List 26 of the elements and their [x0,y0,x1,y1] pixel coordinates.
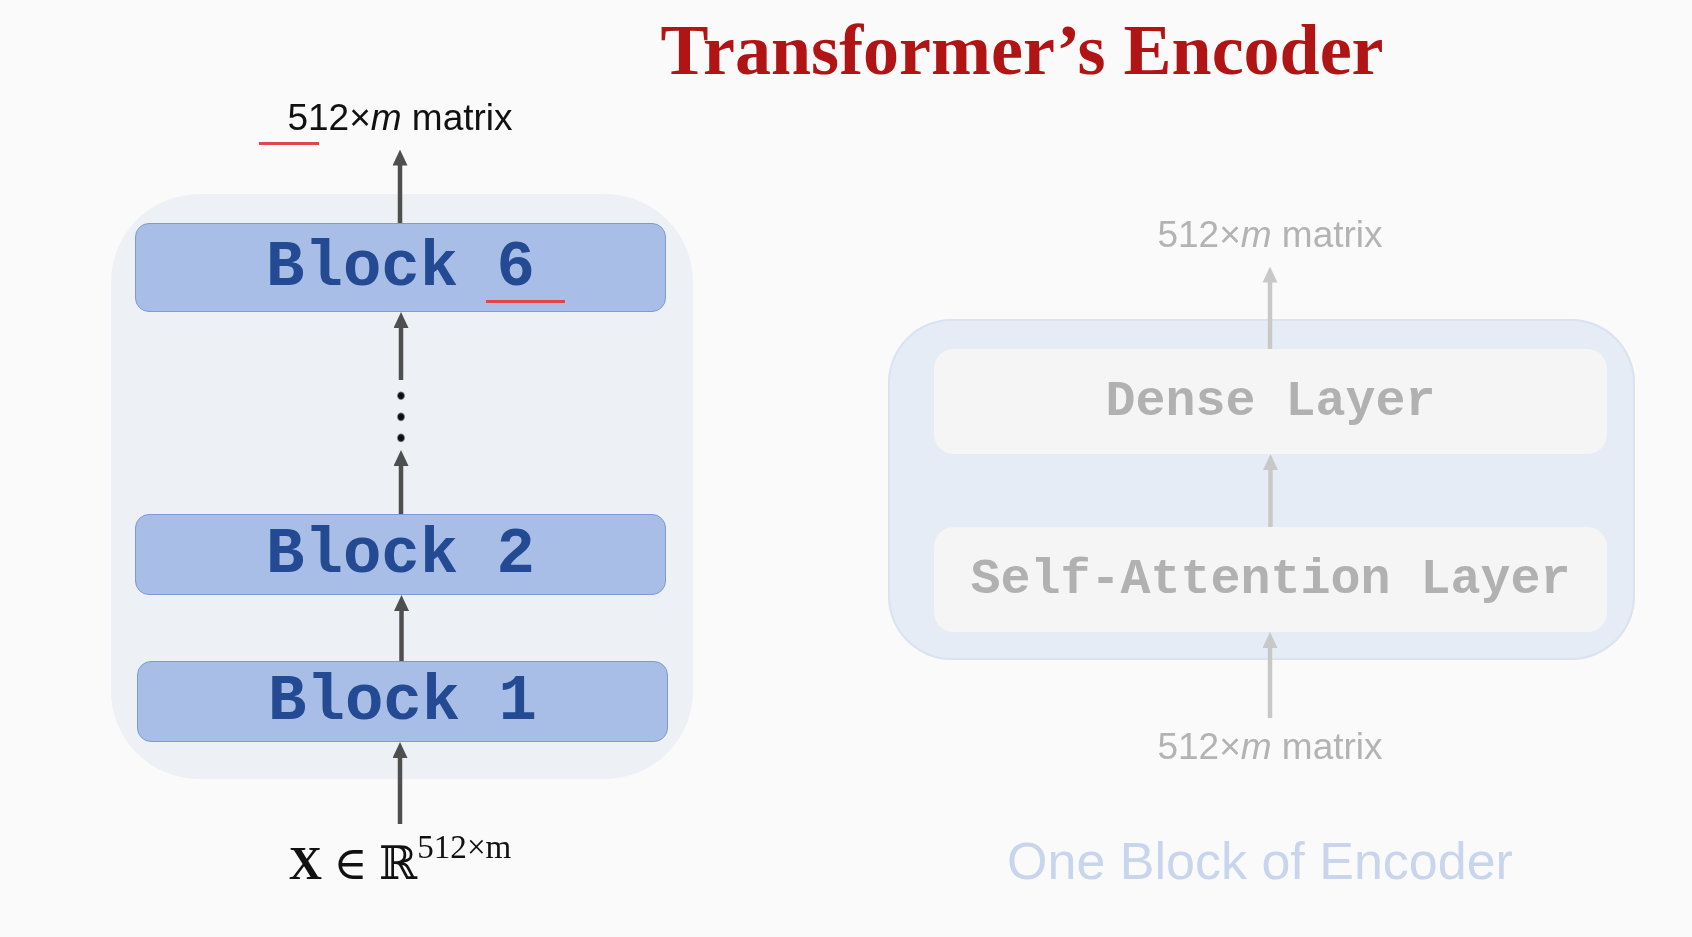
arrow [392,149,408,223]
arrow [394,595,409,661]
block-title: Block 6 [266,235,535,300]
block-title: Self-Attention Layer [970,554,1571,605]
diagram-title: Transformer’s Encoder [660,11,1384,91]
layer-box [934,527,1607,632]
arrow [393,312,409,380]
matrix-label: 512×m matrix [1157,726,1383,769]
block-title: Block 1 [268,669,537,734]
arrow [1263,454,1278,527]
block-title: Dense Layer [1105,376,1436,427]
arrow [1262,632,1278,718]
encoder-block [135,223,666,312]
block-title: Block 2 [266,522,535,587]
arrow [392,742,408,824]
ellipsis-dots: ⋮ [370,384,432,446]
encoder-block [135,514,666,595]
matrix-label: 512×m matrix [287,97,513,140]
encoder-stack-panel [111,194,693,779]
input-formula: X ∈ ℝ$^{512×m}$ [288,832,512,891]
layer-box [934,349,1607,454]
encoder-block-panel [888,319,1635,660]
arrow [1262,266,1278,349]
matrix-label: 512×m matrix [1157,214,1383,257]
arrow [393,450,409,514]
encoder-block [137,661,668,742]
